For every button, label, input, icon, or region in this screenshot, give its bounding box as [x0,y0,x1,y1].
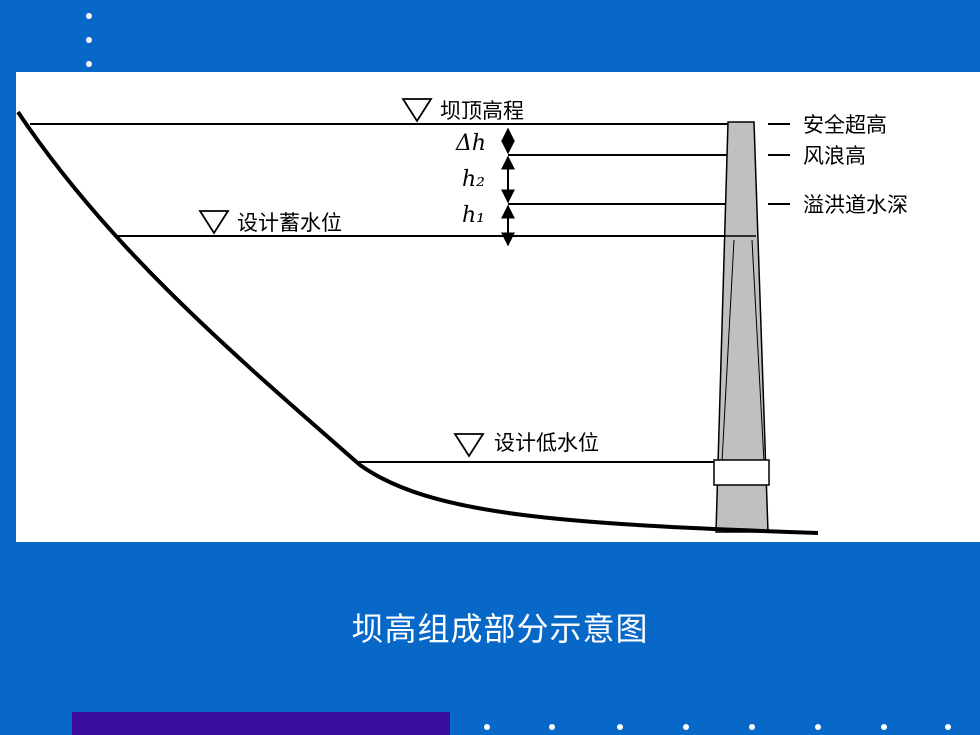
diagram-panel: 坝顶高程 设计蓄水位 设计低水位 Δh h₂ h₁ 安全超高 风浪高 溢洪道水深 [16,72,980,542]
crest-level-label: 坝顶高程 [440,99,524,123]
decorative-dot [86,13,92,19]
slide-caption: 坝高组成部分示意图 [351,610,649,648]
decorative-dot [484,724,490,730]
freeboard-label: 安全超高 [803,113,887,137]
wave-height-label: 风浪高 [803,144,866,168]
normal-storage-triangle [198,210,230,235]
accent-bar-bottom [72,712,450,735]
ground-profile [16,110,819,535]
h2-label: h₂ [462,167,485,192]
dead-storage-label: 设计低水位 [494,431,599,455]
normal-storage-label: 设计蓄水位 [237,211,342,235]
decorative-dot [617,724,623,730]
decorative-dot [881,724,887,730]
dam-inner-line [721,239,735,463]
h1-label: h₁ [462,203,485,228]
dam-height-diagram: 坝顶高程 设计蓄水位 设计低水位 Δh h₂ h₁ 安全超高 风浪高 溢洪道水深 [16,98,908,535]
delta-h-label: Δh [455,131,486,156]
crest-level-triangle [401,98,433,123]
decorative-dot [815,724,821,730]
spillway-depth-label: 溢洪道水深 [803,193,908,217]
dam-inner-line [751,239,765,463]
decorative-dot [749,724,755,730]
decorative-dot [683,724,689,730]
decorative-dot [945,724,951,730]
dam-intake-band [713,459,770,486]
dead-storage-triangle [453,433,485,458]
decorative-dot [86,37,92,43]
decorative-dot [549,724,555,730]
decorative-dot [86,61,92,67]
